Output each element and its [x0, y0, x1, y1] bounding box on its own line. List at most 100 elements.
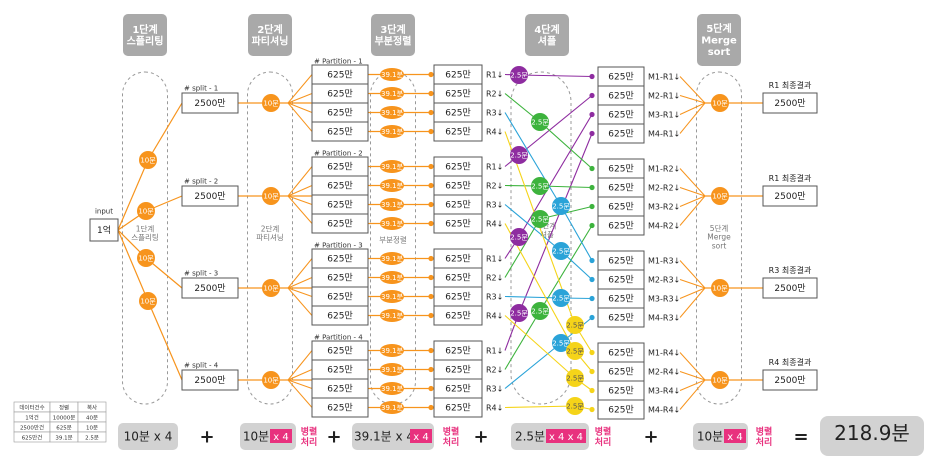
legend-cell-text: 데이터건수	[19, 403, 44, 411]
partition-cell-1-1-text: 625만	[327, 70, 352, 81]
r-label-2-2: R2↓	[486, 181, 503, 190]
result-box-4-text: 2500만	[774, 375, 805, 386]
sort-badge-3-4-label: 39.1분	[381, 312, 404, 320]
connector-dot	[589, 295, 595, 302]
sorted-cell-2-4-text: 625만	[445, 219, 470, 230]
stage-lane-4	[510, 71, 572, 405]
connector-dot	[428, 366, 434, 373]
connector-line	[679, 102, 706, 134]
connector-dot	[428, 255, 434, 262]
shuffle-badge-r4-m2-label: 2.5분	[566, 347, 584, 355]
sort-badge-3-1	[380, 252, 404, 265]
sorted-cell-3-4	[433, 305, 483, 326]
partition-cell-2-1-text: 625만	[327, 162, 352, 173]
connector-line	[504, 112, 562, 207]
connector-line	[287, 93, 313, 104]
sort-badge-4-3	[380, 382, 404, 395]
split-badge-4	[139, 292, 157, 310]
r-label-1-2: R2↓	[486, 89, 503, 98]
connector-dot	[589, 349, 595, 356]
partition-badge-3	[262, 279, 280, 297]
sort-badge-1-4	[380, 125, 404, 138]
connector-dot	[589, 368, 595, 375]
result-label-1: R1 최종결과	[769, 80, 812, 90]
merge-badge-1-label: 10분	[712, 99, 728, 107]
split-badge-4-label: 10분	[140, 297, 156, 305]
merge-cell-4-4	[597, 399, 645, 420]
sort-badge-1-1	[380, 68, 404, 81]
merge-badge-1	[711, 94, 729, 112]
merge-cell-1-2-text: 625만	[608, 91, 633, 102]
merge-badge-2-label: 10분	[712, 192, 728, 200]
connector-line	[679, 287, 706, 318]
shuffle-badge-r1-m4	[510, 304, 528, 322]
merge-cell-2-4-text: 625만	[608, 221, 633, 232]
merge-cell-2-4	[597, 215, 645, 236]
connector-line	[679, 76, 706, 104]
connector-line	[504, 204, 562, 252]
connector-line	[560, 205, 593, 261]
input-box	[89, 218, 119, 242]
connector-dot	[589, 92, 595, 99]
partition-cell-2-3-text: 625만	[327, 200, 352, 211]
formula-term-5-text: 10분	[697, 430, 723, 444]
partition-label-2: # Partition - 2	[314, 149, 363, 157]
formula-total	[820, 416, 924, 456]
r-label-3-3: R3↓	[486, 292, 503, 301]
legend-cell-text: 625만건	[22, 433, 43, 441]
connector-line	[679, 95, 706, 104]
partition-cell-4-4-text: 625만	[327, 403, 352, 414]
result-label-4: R4 최종결과	[769, 357, 812, 367]
merge-badge-4	[711, 371, 729, 389]
connector-line	[117, 159, 149, 231]
partition-cell-4-3-text: 625만	[327, 384, 352, 395]
connector-line	[504, 218, 541, 278]
connector-line	[679, 352, 706, 381]
result-label-3: R3 최종결과	[769, 265, 812, 275]
connector-line	[679, 287, 706, 299]
merge-badge-3	[711, 279, 729, 297]
split-label-4: # split - 4	[184, 361, 219, 369]
connector-line	[504, 310, 541, 370]
connector-dot	[589, 406, 595, 413]
connector-dot	[589, 222, 595, 229]
sort-badge-3-2-label: 39.1분	[381, 274, 404, 282]
legend-cell-text: 복사	[87, 403, 97, 411]
connector-line	[287, 166, 313, 197]
legend-cell-text: 2.5분	[85, 434, 99, 441]
r-label-3-1: R1↓	[486, 254, 503, 263]
stage-lane-1	[122, 71, 168, 405]
connector-line	[679, 195, 706, 226]
connector-line	[679, 379, 706, 391]
partition-cell-1-4-text: 625만	[327, 127, 352, 138]
legend-cell-text: 39.1분	[55, 434, 72, 441]
sort-badge-2-4	[380, 217, 404, 230]
partition-badge-1	[262, 94, 280, 112]
split-box-2	[181, 185, 239, 207]
stage-header-3	[371, 14, 415, 56]
formula-term-5-mult-text: x 4	[727, 432, 742, 443]
merge-cell-3-1-text: 625만	[608, 256, 633, 267]
r-label-4-4: R4↓	[486, 403, 503, 412]
partition-badge-4	[262, 371, 280, 389]
merge-badge-4-label: 10분	[712, 376, 728, 384]
shuffle-badge-r4-m4-label: 2.5분	[566, 402, 584, 410]
connector-line	[679, 279, 706, 289]
connector-line	[287, 287, 313, 316]
connector-line	[679, 187, 706, 197]
stage-caption-3: 부분정렬	[379, 235, 407, 245]
connector-line	[287, 102, 313, 113]
stage-header-2	[248, 14, 292, 56]
connector-line	[518, 133, 593, 314]
merge-label-3-1: M1-R3↓	[648, 256, 680, 265]
connector-dot	[589, 203, 595, 210]
formula-term-1	[118, 423, 178, 450]
merge-cell-1-4-text: 625만	[608, 129, 633, 140]
formula-total-text: 218.9분	[834, 421, 910, 445]
